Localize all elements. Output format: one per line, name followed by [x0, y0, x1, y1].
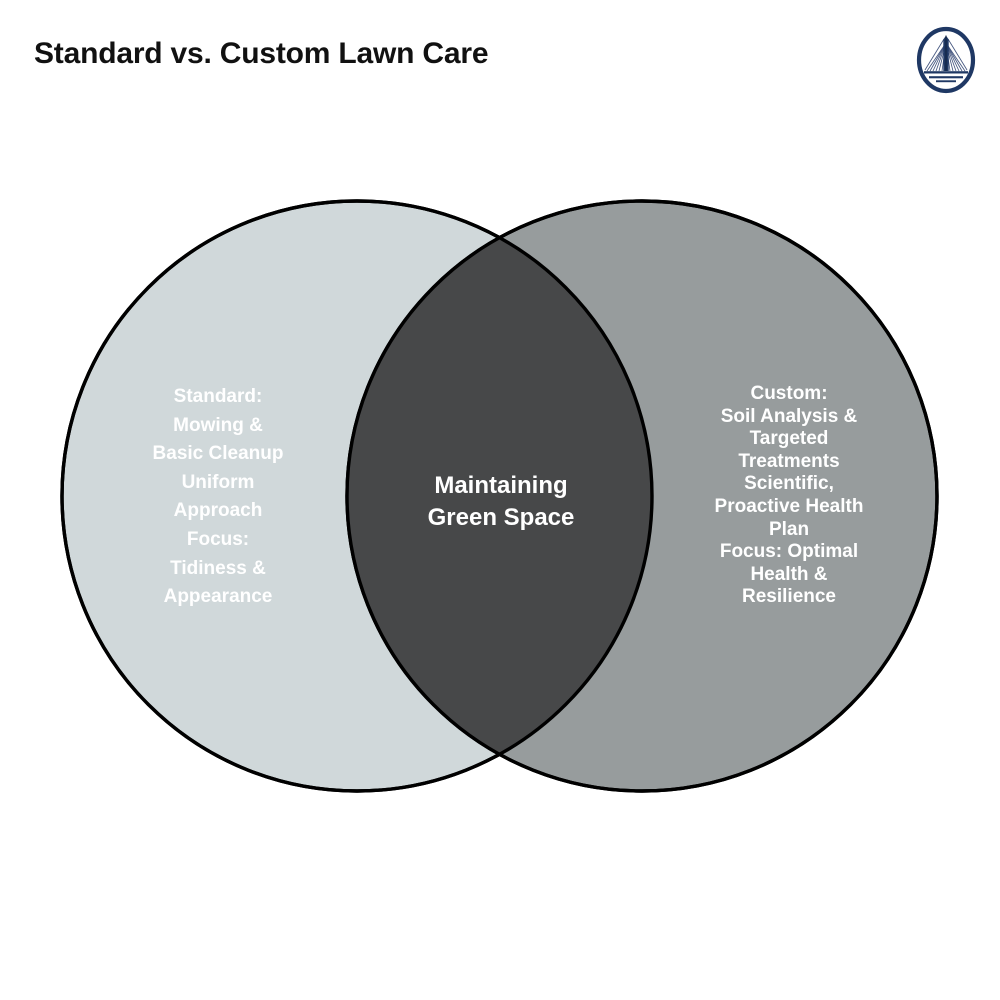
venn-circle-left-outline	[60, 199, 654, 793]
venn-circle-right-outline	[345, 199, 939, 793]
header: Standard vs. Custom Lawn Care	[0, 0, 1000, 110]
bridge-emblem-logo-icon	[912, 26, 980, 94]
venn-intersection[interactable]	[347, 201, 937, 791]
page-title: Standard vs. Custom Lawn Care	[34, 37, 489, 70]
